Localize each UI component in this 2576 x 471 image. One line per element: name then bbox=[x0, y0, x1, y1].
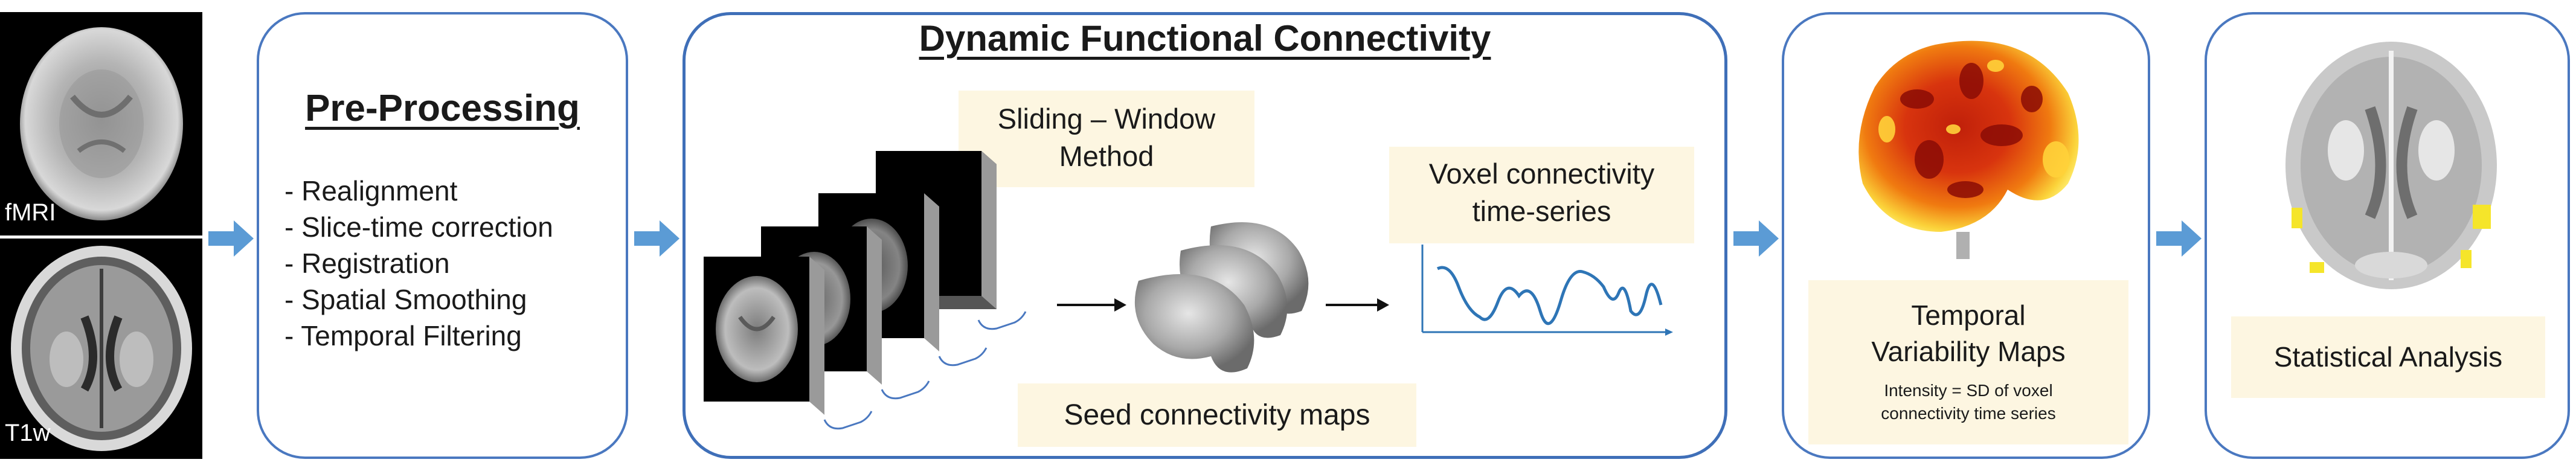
seed-maps-label: Seed connectivity maps bbox=[1018, 383, 1416, 447]
step-temporal-filtering: - Temporal Filtering bbox=[284, 320, 522, 351]
stats-cluster-left bbox=[2292, 208, 2302, 228]
temporal-note-line2: connectivity time series bbox=[1881, 404, 2056, 423]
t1w-label: T1w bbox=[5, 420, 51, 446]
sliding-window-label: Sliding – Window Method bbox=[959, 91, 1254, 187]
dfc-title: Dynamic Functional Connectivity bbox=[919, 18, 1491, 59]
stats-label-text: Statistical Analysis bbox=[2273, 341, 2503, 373]
t1w-brain-graphic bbox=[11, 246, 192, 451]
temporal-variability-panel: Temporal Variability Maps Intensity = SD… bbox=[1782, 12, 2150, 459]
arrow-right-icon bbox=[1733, 220, 1779, 257]
temporal-title-line2: Variability Maps bbox=[1871, 336, 2066, 367]
preprocessing-title: Pre-Processing bbox=[305, 88, 580, 129]
fmri-brain-graphic bbox=[20, 27, 183, 220]
stats-brain-graphic bbox=[2285, 42, 2497, 289]
step-registration: - Registration bbox=[284, 248, 450, 279]
stats-cluster-left-2 bbox=[2310, 262, 2324, 273]
stats-cluster-right bbox=[2473, 205, 2491, 229]
temporal-title-line1: Temporal bbox=[1911, 300, 2026, 331]
sliding-window-line2: Method bbox=[1059, 140, 1154, 172]
step-realignment: - Realignment bbox=[284, 175, 458, 207]
fmri-label: fMRI bbox=[5, 199, 56, 226]
t1w-image: T1w bbox=[0, 239, 202, 459]
volume-front bbox=[704, 257, 824, 415]
preprocessing-panel: Pre-Processing - Realignment - Slice-tim… bbox=[257, 12, 628, 459]
timeseries-line bbox=[1436, 266, 1663, 325]
volume-stack-graphic bbox=[704, 151, 1027, 430]
sliding-window-line1: Sliding – Window bbox=[997, 103, 1216, 135]
statistical-analysis-label: Statistical Analysis bbox=[2231, 316, 2545, 398]
voxel-timeseries-label: Voxel connectivity time-series bbox=[1389, 147, 1694, 243]
temporal-note-line1: Intensity = SD of voxel bbox=[1884, 381, 2053, 400]
arrow-right-icon bbox=[208, 220, 254, 257]
step-spatial-smoothing: - Spatial Smoothing bbox=[284, 284, 527, 315]
stats-cluster-right-2 bbox=[2461, 250, 2472, 268]
voxel-ts-line2: time-series bbox=[1472, 195, 1611, 227]
seed-maps-text: Seed connectivity maps bbox=[1064, 399, 1370, 431]
statistical-analysis-panel: Statistical Analysis bbox=[2205, 12, 2570, 459]
temporal-variability-label: Temporal Variability Maps Intensity = SD… bbox=[1808, 280, 2128, 444]
arrow-right-icon bbox=[634, 220, 679, 257]
timeseries-plot bbox=[1421, 245, 1673, 336]
arrow-right-icon bbox=[2156, 220, 2202, 257]
preprocessing-steps: - Realignment - Slice-time correction - … bbox=[284, 173, 553, 354]
dfc-panel: Dynamic Functional Connectivity Sliding … bbox=[683, 12, 1727, 459]
arrow-to-seed-maps-icon bbox=[1057, 298, 1126, 312]
step-slice-time: - Slice-time correction bbox=[284, 211, 553, 243]
fmri-image: fMRI bbox=[0, 12, 202, 236]
seed-maps-graphic bbox=[1134, 222, 1309, 373]
arrow-to-timeseries-icon bbox=[1326, 298, 1389, 312]
variability-heatmap-graphic bbox=[1858, 40, 2079, 259]
voxel-ts-line1: Voxel connectivity bbox=[1428, 158, 1655, 190]
